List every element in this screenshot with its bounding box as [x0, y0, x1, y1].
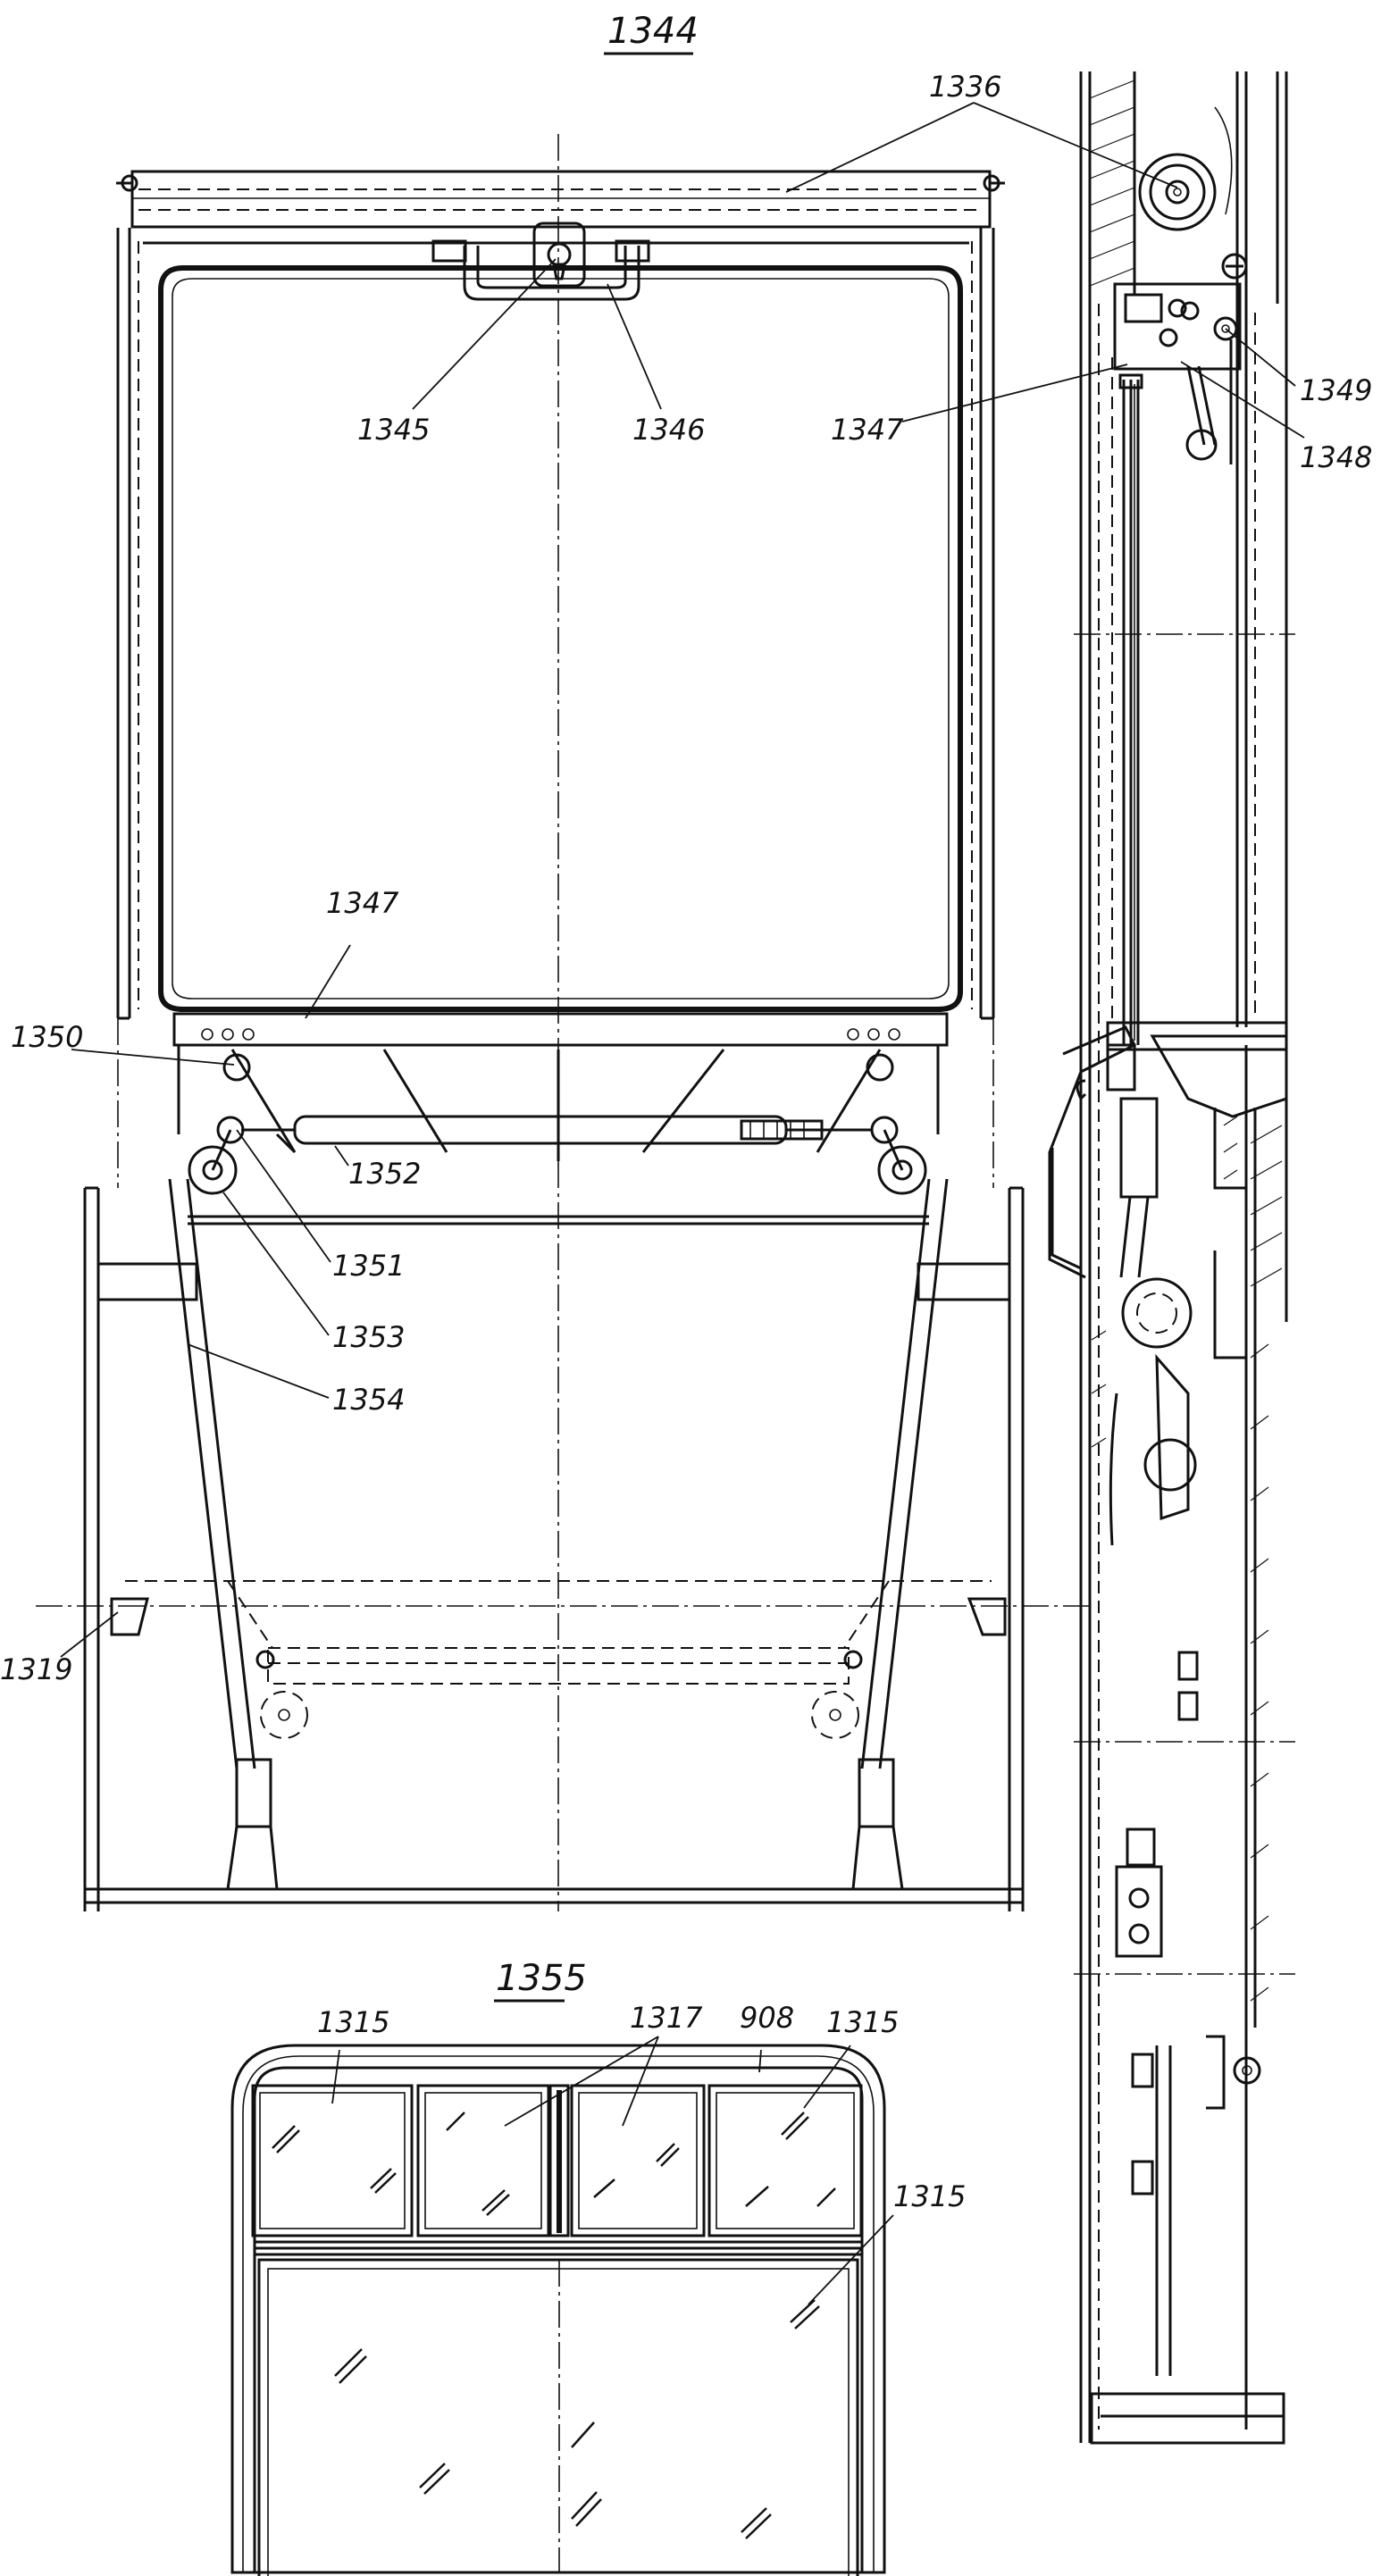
- label-1353: 1353: [332, 1320, 405, 1354]
- label-1345: 1345: [357, 413, 430, 447]
- top-clip-assembly: [431, 222, 650, 301]
- side-section-view: [1048, 71, 1295, 2445]
- label-1348: 1348: [1300, 440, 1372, 474]
- side-roller: [1138, 106, 1248, 280]
- view-title-1355: 1355: [496, 1958, 587, 1999]
- label-1347-side: 1347: [831, 413, 904, 447]
- lower-frame: [83, 1178, 1025, 1911]
- side-sash-section: [1118, 373, 1143, 1045]
- front-view-1344: 1344: [36, 11, 1090, 1911]
- label-1317: 1317: [630, 2001, 703, 2035]
- window-lower-pane: [257, 2258, 859, 2576]
- side-wall-hatch: [1089, 79, 1135, 287]
- label-1315-right: 1315: [826, 2005, 899, 2039]
- window-outer-frame: [230, 2044, 886, 2574]
- side-lower-mechanism: [1048, 1021, 1288, 2445]
- side-lower-wall-hatch: [1091, 1330, 1107, 1448]
- label-1336: 1336: [929, 70, 1001, 104]
- center-mullion: [548, 2084, 570, 2237]
- reference-labels: 1336 1345 1346 1347 1349 1348 1347 1350 …: [0, 70, 1372, 2213]
- label-1354: 1354: [332, 1383, 405, 1417]
- label-1319: 1319: [0, 1652, 72, 1686]
- view-title-1344: 1344: [607, 11, 699, 52]
- label-1315-left: 1315: [317, 2005, 389, 2039]
- bottom-rail: [172, 1012, 949, 1047]
- label-1315-lower: 1315: [893, 2179, 966, 2213]
- leader-lines: [60, 102, 1305, 2305]
- label-1350: 1350: [11, 1020, 83, 1054]
- sash-frame: [116, 228, 995, 1020]
- label-1347-front: 1347: [326, 886, 399, 920]
- glass-panel: [158, 265, 963, 1012]
- side-insulation-hatch: [1213, 1045, 1288, 2430]
- label-1346: 1346: [632, 413, 705, 447]
- lowered-position-outline: [110, 1580, 1007, 1739]
- window-upper-panes: [251, 2084, 863, 2237]
- window-view-1355: 1355: [230, 1958, 886, 2576]
- label-908: 908: [740, 2001, 794, 2035]
- lever-mechanism: [177, 1045, 940, 1225]
- side-bracket-1347: [1113, 282, 1242, 464]
- glass-reflection-marks: [272, 2112, 836, 2539]
- roller-tube: [116, 170, 1005, 229]
- label-1352: 1352: [348, 1157, 421, 1191]
- label-1349: 1349: [1300, 373, 1372, 407]
- label-1351: 1351: [332, 1249, 405, 1283]
